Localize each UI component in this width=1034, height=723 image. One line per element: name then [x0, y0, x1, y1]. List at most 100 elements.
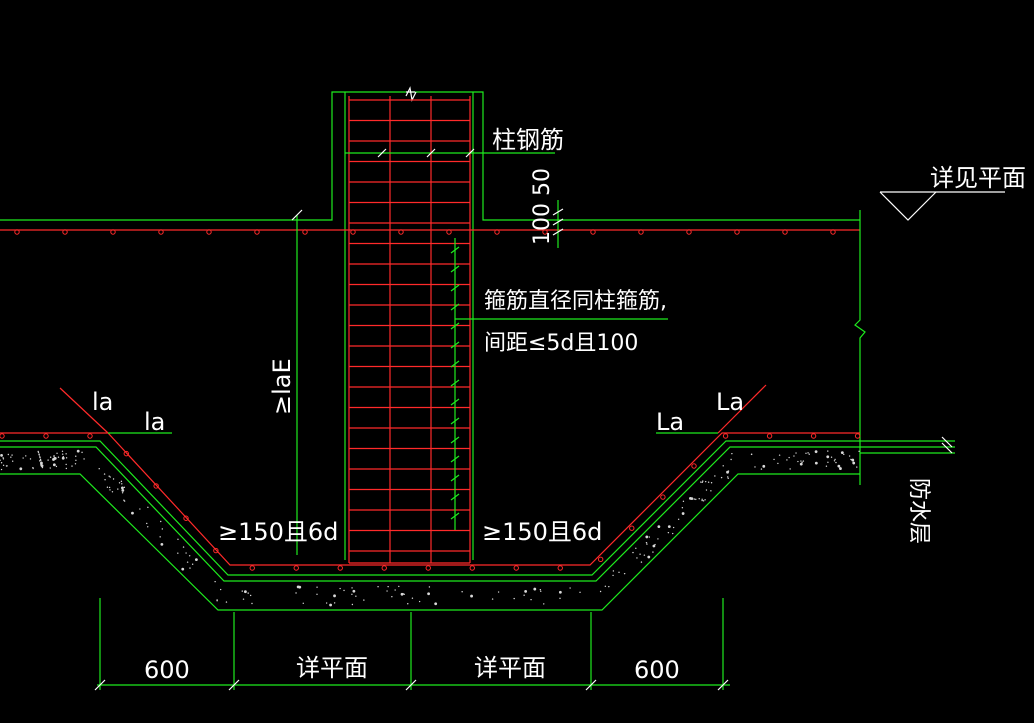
concrete-speck — [351, 593, 353, 595]
concrete-speck — [623, 572, 626, 575]
concrete-speck — [789, 468, 791, 470]
concrete-speck — [700, 481, 702, 483]
concrete-speck — [851, 458, 855, 462]
concrete-speck — [612, 574, 614, 577]
rebar-dot — [302, 229, 308, 235]
concrete-speck — [194, 558, 198, 562]
concrete-speck — [394, 589, 396, 591]
stirrup-tick — [450, 360, 460, 368]
concrete-speck — [701, 499, 703, 502]
concrete-speck — [65, 453, 67, 455]
concrete-speck — [540, 590, 542, 592]
concrete-speck — [750, 453, 753, 456]
concrete-speck — [657, 525, 661, 529]
stirrup-tick — [450, 379, 460, 387]
rebar-dot — [153, 483, 159, 489]
concrete-speck — [730, 458, 732, 461]
concrete-speck — [333, 594, 336, 598]
concrete-speck — [316, 593, 318, 595]
concrete-speck — [569, 587, 571, 589]
rebar-dot — [123, 450, 129, 457]
concrete-speck — [654, 543, 656, 546]
concrete-speck — [762, 464, 766, 468]
bottom-dimension: 600 详平面 详平面 600 — [94, 598, 730, 691]
concrete-speck — [701, 481, 703, 484]
rebar-dot — [686, 229, 692, 235]
concrete-speck — [797, 460, 799, 463]
concrete-speck — [681, 512, 685, 515]
concrete-speck — [2, 458, 5, 460]
stirrup-tick — [450, 455, 460, 463]
concrete-speck — [37, 451, 40, 454]
concrete-speck — [186, 561, 189, 563]
concrete-speck — [249, 594, 252, 597]
concrete-speck — [121, 488, 125, 492]
concrete-speck — [75, 459, 77, 461]
concrete-speck — [38, 454, 40, 456]
concrete-speck — [800, 460, 802, 462]
rebar-dot — [629, 525, 635, 531]
concrete-speck — [533, 587, 537, 591]
concrete-speck — [65, 467, 68, 470]
concrete-speck — [786, 459, 788, 461]
concrete-speck — [106, 486, 109, 488]
concrete-speck — [530, 598, 532, 601]
concrete-speck — [434, 602, 438, 606]
rebar-dot — [830, 229, 836, 235]
concrete-speck — [247, 592, 249, 594]
concrete-speck — [777, 462, 779, 465]
stirrup-tick — [450, 398, 460, 406]
concrete-speck — [705, 489, 708, 491]
concrete-speck — [56, 452, 58, 454]
concrete-speck — [558, 590, 562, 594]
concrete-speck — [111, 491, 114, 493]
rebar-dot — [249, 565, 255, 571]
offset-dimension: 100 50 — [530, 168, 564, 248]
concrete-speck — [391, 596, 393, 598]
concrete-speck — [826, 455, 830, 459]
concrete-speck — [160, 520, 162, 523]
level-symbol: 详见平面 — [879, 164, 1026, 221]
concrete-speck — [825, 465, 828, 467]
rebar-dot — [660, 494, 666, 500]
concrete-speck — [363, 599, 365, 601]
concrete-speck — [351, 603, 354, 606]
concrete-speck — [0, 453, 3, 457]
concrete-speck — [121, 492, 124, 494]
concrete-speck — [355, 595, 357, 597]
concrete-speck — [251, 602, 253, 605]
stirrup-tick — [450, 474, 460, 482]
concrete-speck — [40, 459, 42, 462]
concrete-speck — [0, 462, 3, 464]
dim-seg1: 600 — [144, 656, 190, 684]
concrete-speck — [40, 461, 43, 465]
rebar-dot — [254, 229, 260, 235]
concrete-speck — [677, 518, 680, 520]
concrete-speck — [160, 542, 164, 546]
stirrup-tick — [450, 512, 460, 520]
concrete-speck — [632, 551, 634, 554]
concrete-speck — [714, 475, 716, 477]
concrete-speck — [793, 455, 795, 457]
anchor-label: ≥laE — [268, 358, 296, 415]
concrete-speck — [53, 455, 55, 457]
concrete-speck — [599, 590, 602, 593]
concrete-speck — [523, 594, 525, 596]
concrete-speck — [652, 551, 654, 553]
rebar-dot — [691, 463, 697, 469]
concrete-speck — [830, 456, 833, 458]
concrete-speck — [32, 467, 34, 470]
rebar-dot — [213, 547, 219, 554]
concrete-speck — [720, 476, 723, 479]
concrete-speck — [219, 588, 222, 591]
concrete-speck — [418, 600, 421, 603]
stirrup-tick — [450, 322, 460, 330]
concrete-speck — [814, 450, 818, 454]
concrete-speck — [840, 451, 844, 455]
la-left-upper: la — [92, 388, 113, 416]
concrete-speck — [710, 490, 712, 492]
right-edge — [854, 210, 866, 485]
stirrup-tick — [450, 417, 460, 425]
concrete-speck — [216, 600, 218, 602]
concrete-speck — [333, 602, 336, 604]
